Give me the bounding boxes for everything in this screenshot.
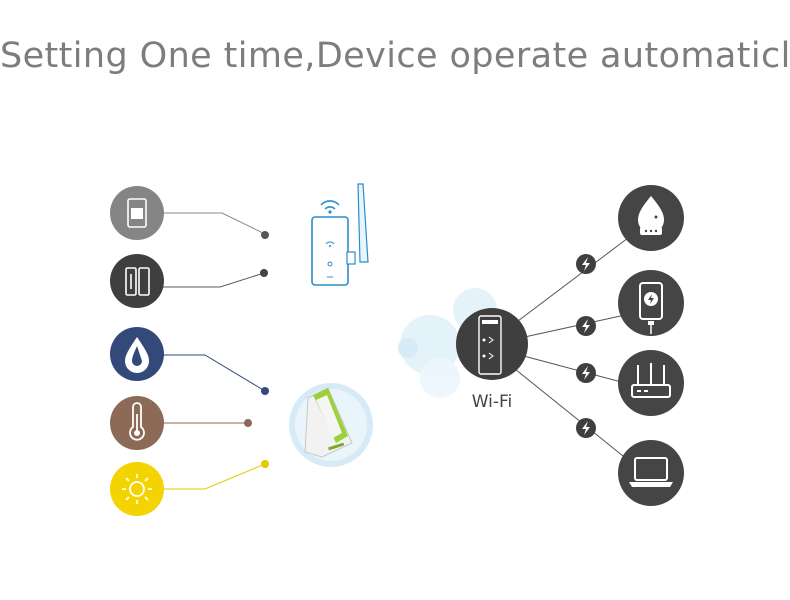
page-title: Setting One time,Device operate automati… <box>0 36 790 76</box>
watermark-blob <box>398 288 497 398</box>
wifi-smart-plug-icon <box>311 183 369 286</box>
link-line-1 <box>163 212 266 235</box>
link-dot <box>261 460 269 468</box>
battery-icon <box>125 267 150 296</box>
lightning-icon <box>576 418 596 438</box>
wifi-hub <box>456 308 528 380</box>
device-line-4 <box>509 364 629 461</box>
thermometer-icon <box>129 402 145 441</box>
router-icon <box>631 363 671 398</box>
link-dot <box>261 231 269 239</box>
hub-label: Wi-Fi <box>472 392 513 412</box>
device-phone-charger <box>618 270 684 336</box>
link-line-2 <box>163 272 265 288</box>
device-line-3 <box>519 354 626 384</box>
sensor-battery <box>110 254 164 308</box>
link-dot <box>244 419 252 427</box>
humidifier-icon <box>638 196 664 235</box>
link-dot <box>260 269 268 277</box>
phone-charger-icon <box>639 282 663 334</box>
link-line-3 <box>163 354 266 392</box>
laptop-icon <box>629 457 673 487</box>
link-line-5 <box>163 463 266 490</box>
sensor-water <box>110 327 164 381</box>
link-dot <box>261 387 269 395</box>
sensor-light <box>110 462 164 516</box>
sensor-temperature <box>110 396 164 450</box>
device-line-1 <box>509 237 629 328</box>
lightning-icon <box>576 363 596 383</box>
sensor-door <box>110 186 164 240</box>
device-line-2 <box>519 314 626 339</box>
lightning-icon <box>576 254 596 274</box>
device-humidifier <box>618 185 684 251</box>
door-sensor-icon <box>127 198 147 228</box>
lightning-icon <box>576 316 596 336</box>
device-router <box>618 350 684 416</box>
sensor-hub-device-icon <box>289 383 373 467</box>
sun-icon <box>122 474 152 504</box>
device-laptop <box>618 440 684 506</box>
